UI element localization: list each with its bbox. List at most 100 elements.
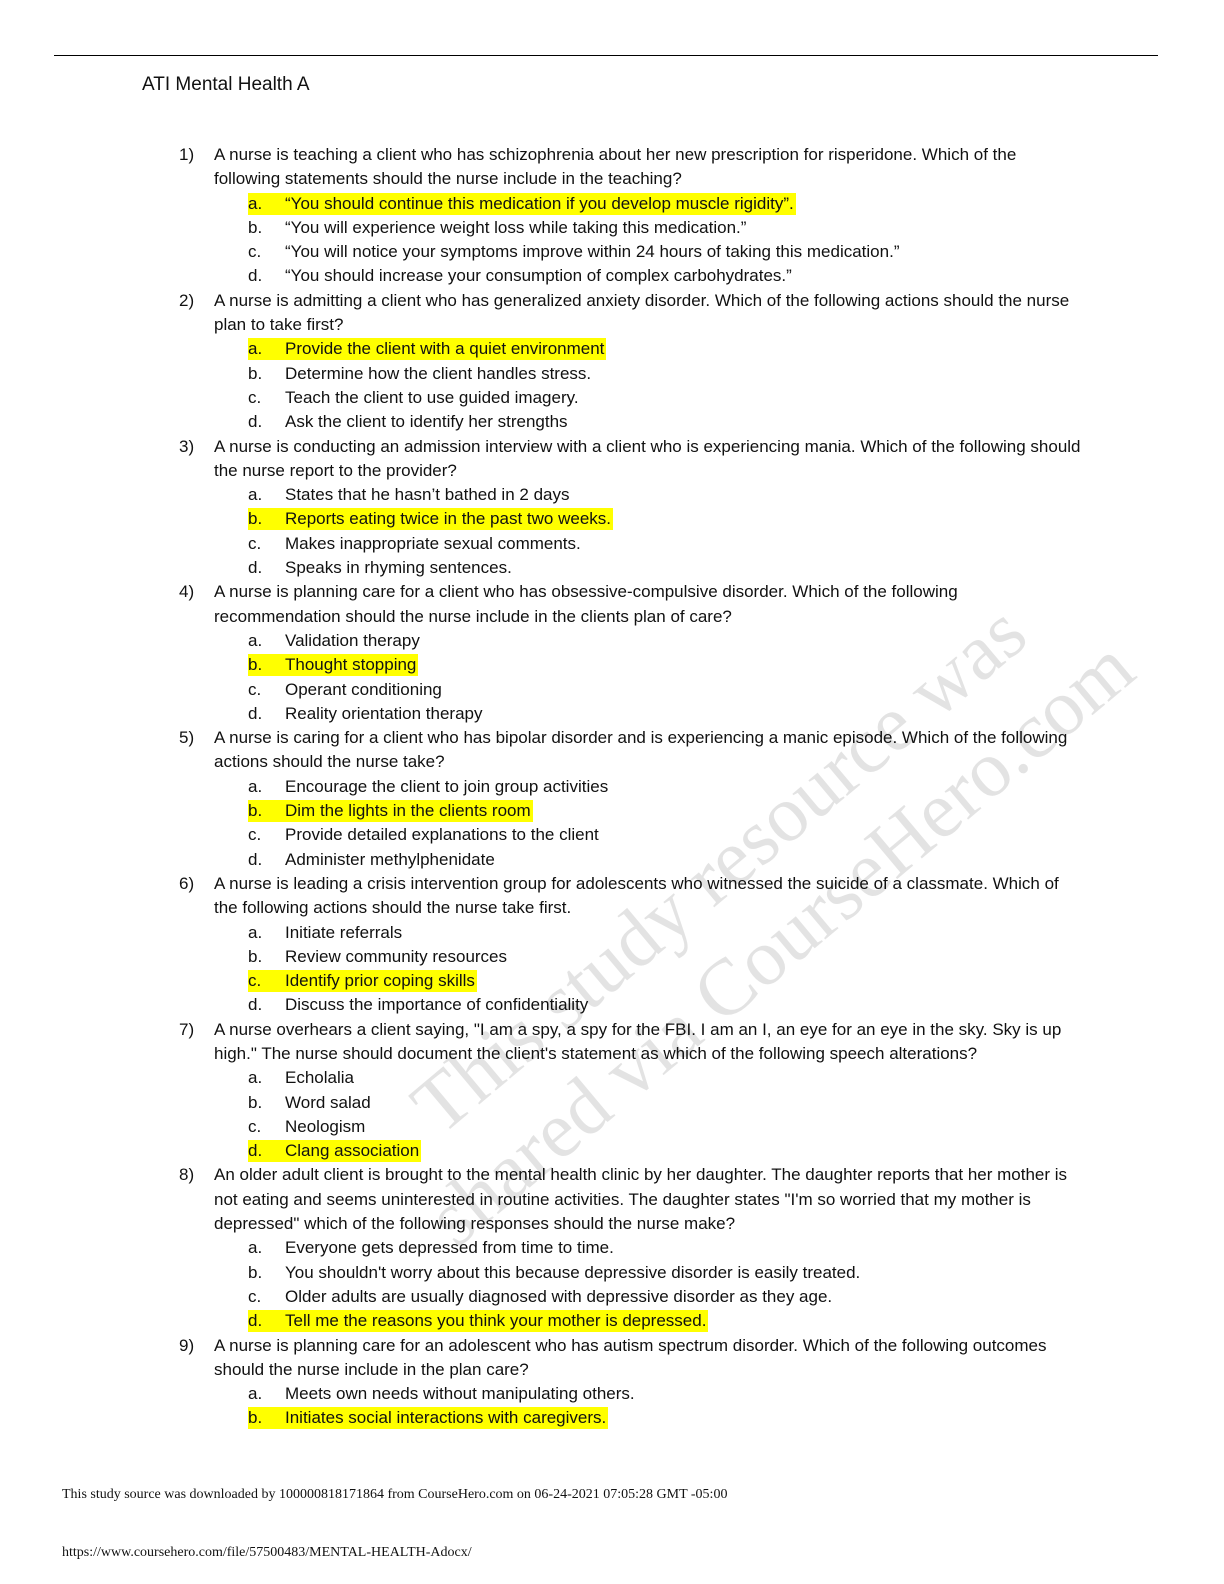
answer-option-content: a.States that he hasn’t bathed in 2 days [248, 484, 571, 506]
highlighted-answer: c. Identify prior coping skills [248, 970, 477, 993]
answer-option-content: a.Echolalia [248, 1067, 356, 1089]
answer-option: b.Thought stopping [0, 653, 1224, 677]
option-text: Determine how the client handles stress. [285, 363, 592, 383]
answer-option: d.Tell me the reasons you think your mot… [0, 1309, 1224, 1333]
option-letter: c. [248, 679, 262, 699]
answer-option: b. Dim the lights in the clients room [0, 799, 1224, 823]
question-text: An older adult client is brought to the … [214, 1165, 1068, 1234]
option-letter: c. [248, 387, 262, 407]
option-text: Dim the lights in the clients room [285, 801, 531, 821]
answer-option: a.Encourage the client to join group act… [0, 775, 1224, 799]
answer-option-content: d. Discuss the importance of confidential… [248, 994, 590, 1016]
answer-option: d.Ask the client to identify her strengt… [0, 410, 1224, 434]
highlighted-answer: b. Reports eating twice in the past two w… [248, 508, 613, 531]
answer-option: a.“You should continue this medication i… [0, 192, 1224, 216]
question-item: 6)A nurse is leading a crisis interventi… [0, 872, 1224, 1018]
footer-url[interactable]: https://www.coursehero.com/file/57500483… [62, 1545, 472, 1560]
option-letter: d. [248, 1141, 263, 1161]
answer-option-content: d.Ask the client to identify her strengt… [248, 411, 570, 433]
option-letter: c. [248, 1286, 262, 1306]
answer-option: b.Review community resources [0, 945, 1224, 969]
answer-option-content: a.Encourage the client to join group act… [248, 776, 610, 798]
option-text: Teach the client to use guided imagery. [285, 387, 579, 407]
answer-option-content: c.Provide detailed explanations to the c… [248, 824, 601, 846]
question-number: 2) [179, 290, 195, 310]
answer-option: b.Determine how the client handles stres… [0, 362, 1224, 386]
option-text: Initiate referrals [285, 922, 403, 942]
answer-option-content: b. “You will experience weight loss while… [248, 217, 748, 239]
option-text: Identify prior coping skills [285, 971, 475, 991]
answer-option: b.Word salad [0, 1091, 1224, 1115]
question-item: 3)A nurse is conducting an admission int… [0, 435, 1224, 581]
answer-option: a.Echolalia [0, 1066, 1224, 1090]
answer-option: c.Older adults are usually diagnosed wit… [0, 1285, 1224, 1309]
answer-option-content: c.Makes inappropriate sexual comments. [248, 533, 583, 555]
option-text: Discuss the importance of confidentialit… [285, 995, 589, 1015]
option-letter: c. [248, 242, 262, 262]
answer-option: d. Speaks in rhyming sentences. [0, 556, 1224, 580]
option-letter: d. [248, 266, 263, 286]
option-letter: a. [248, 1238, 263, 1258]
answer-option: d. “You should increase your consumption … [0, 264, 1224, 288]
question-number: 7) [179, 1019, 195, 1039]
answer-option: c.“You will notice your symptoms improve… [0, 240, 1224, 264]
question-item: 9)A nurse is planning care for an adoles… [0, 1334, 1224, 1431]
option-text: Operant conditioning [285, 679, 442, 699]
option-letter: b. [248, 217, 263, 237]
answer-option: a. Initiate referrals [0, 921, 1224, 945]
option-text: “You should increase your consumption of… [285, 266, 792, 286]
option-letter: d. [248, 995, 263, 1015]
question-item: 2) A nurse is admitting a client who has … [0, 289, 1224, 435]
answer-option-content: a.Everyone gets depressed from time to t… [248, 1237, 616, 1259]
answer-option-content: d. Reality orientation therapy [248, 703, 485, 725]
option-text: Tell me the reasons you think your mothe… [285, 1311, 707, 1331]
option-text: Reality orientation therapy [285, 703, 483, 723]
question-text: A nurse is caring for a client who has b… [214, 728, 1068, 772]
option-letter: c. [248, 971, 262, 991]
option-text: Speaks in rhyming sentences. [285, 558, 512, 578]
question-list: 1)A nurse is teaching a client who has s… [0, 143, 1224, 1431]
option-text: Neologism [285, 1116, 366, 1136]
question-number: 6) [179, 873, 195, 893]
answer-option: d.Clang association [0, 1139, 1224, 1163]
answer-option-content: d.Administer methylphenidate [248, 849, 497, 871]
option-letter: b. [248, 801, 263, 821]
question-item: 4)A nurse is planning care for a client … [0, 580, 1224, 726]
question-text: A nurse is admitting a client who has ge… [214, 290, 1070, 335]
answer-option: c. Identify prior coping skills [0, 969, 1224, 993]
option-letter: c. [248, 1116, 262, 1136]
answer-option-content: a.Validation therapy [248, 630, 422, 652]
option-letter: d. [248, 558, 263, 578]
option-letter: d. [248, 703, 263, 723]
option-letter: b. [248, 946, 263, 966]
answer-option-content: c. Teach the client to use guided imagery… [248, 387, 581, 409]
option-text: Provide the client with a quiet environm… [285, 339, 605, 359]
option-letter: a. [248, 1068, 263, 1088]
option-text: Reports eating twice in the past two wee… [285, 509, 611, 529]
option-text: Administer methylphenidate [285, 849, 495, 869]
option-letter: a. [248, 339, 263, 359]
option-text: Provide detailed explanations to the cli… [285, 825, 599, 845]
option-text: Initiates social interactions with careg… [285, 1408, 607, 1428]
option-text: Thought stopping [285, 655, 417, 675]
highlighted-answer: b.Initiates social interactions with car… [248, 1407, 609, 1430]
option-letter: a. [248, 630, 263, 650]
answer-option-content: a.Meets own needs without manipulating o… [248, 1383, 637, 1405]
document-title: ATI Mental Health A [142, 74, 310, 95]
option-letter: d. [248, 412, 263, 432]
option-letter: b. [248, 509, 263, 529]
option-letter: a. [248, 922, 263, 942]
answer-option-content: c. Neologism [248, 1116, 367, 1138]
answer-option: a.Meets own needs without manipulating o… [0, 1382, 1224, 1406]
answer-option-content: a. Initiate referrals [248, 922, 404, 944]
answer-option: b.Initiates social interactions with car… [0, 1406, 1224, 1430]
answer-option: a. Provide the client with a quiet enviro… [0, 337, 1224, 361]
answer-option: a.Everyone gets depressed from time to t… [0, 1236, 1224, 1260]
question-number: 5) [179, 728, 195, 748]
option-text: “You will experience weight loss while t… [285, 217, 747, 237]
answer-option: c. Operant conditioning [0, 678, 1224, 702]
answer-option-content: b.You shouldn't worry about this because… [248, 1262, 862, 1284]
question-number: 4) [179, 582, 195, 602]
question-number: 1) [179, 145, 195, 164]
question-text: A nurse overhears a client saying, "I am… [214, 1019, 1062, 1063]
